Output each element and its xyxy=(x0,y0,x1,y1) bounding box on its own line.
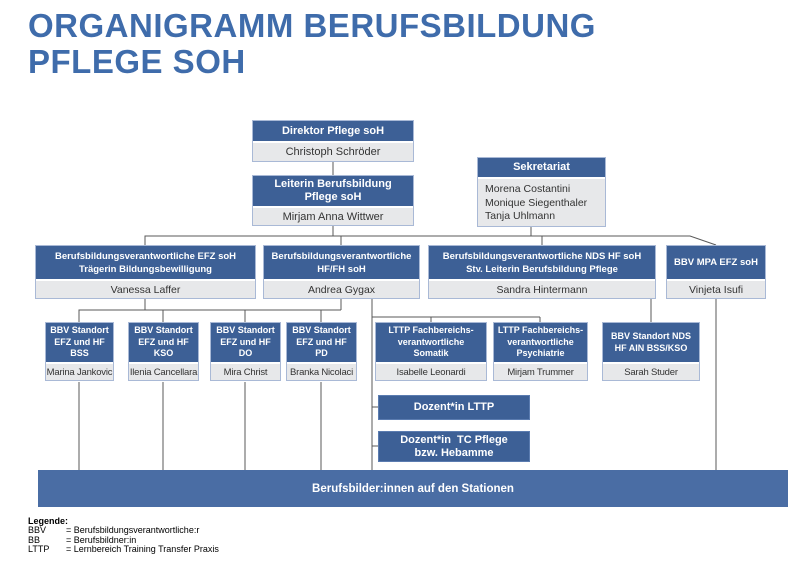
legend-abbr: LTTP xyxy=(28,544,50,554)
person-label: Mirjam Trummer xyxy=(494,362,587,380)
legend-abbr: BB xyxy=(28,534,41,545)
legend-definition: = Lernbereich Training Transfer Praxis xyxy=(66,544,219,554)
person-label: Mirjam Anna Wittwer xyxy=(253,206,413,225)
person-label: Sandra Hintermann xyxy=(429,279,655,298)
legend-row: LTTP = Lernbereich Training Transfer Pra… xyxy=(28,544,219,555)
role-label: Leiterin Berufsbildung Pflege soH xyxy=(253,176,413,206)
person-label: Branka Nicolaci xyxy=(287,362,356,380)
org-node-lttp-somatik: LTTP Fachbereichs- verantwortliche Somat… xyxy=(375,322,487,381)
org-node-standort-nds: BBV Standort NDS HF AIN BSS/KSO Sarah St… xyxy=(602,322,700,381)
org-node-bbv-mpa: BBV MPA EFZ soH Vinjeta Isufi xyxy=(666,245,766,299)
role-label: LTTP Fachbereichs- verantwortliche Somat… xyxy=(376,323,486,362)
org-node-standort-pd: BBV Standort EFZ und HF PD Branka Nicola… xyxy=(286,322,357,381)
org-node-bbv-nds: Berufsbildungsverantwortliche NDS HF soH… xyxy=(428,245,656,299)
org-node-bbv-hf-fh: Berufsbildungsverantwortliche HF/FH soH … xyxy=(263,245,420,299)
connector-andrea-vertical xyxy=(371,299,541,470)
connector-main-bus xyxy=(144,235,717,246)
member-name: Monique Siegenthaler xyxy=(485,196,588,209)
org-node-standort-kso: BBV Standort EFZ und HF KSO Ilenia Cance… xyxy=(128,322,199,381)
legend-definition: = Berufsbildner:in xyxy=(66,534,137,545)
person-label: Vinjeta Isufi xyxy=(667,279,765,298)
role-label: LTTP Fachbereichs- verantwortliche Psych… xyxy=(494,323,587,362)
person-label: Ilenia Cancellara xyxy=(129,362,198,380)
legend-row: BBV = Berufsbildungsverantwortliche:r xyxy=(28,525,219,536)
member-list: Morena Costantini Monique Siegenthaler T… xyxy=(478,177,605,226)
org-node-dozent-lttp: Dozent*in LTTP xyxy=(378,395,530,420)
role-label: Berufsbildungsverantwortliche NDS HF soH… xyxy=(429,246,655,279)
legend-row: BB = Berufsbildner:in xyxy=(28,534,219,546)
role-label: BBV Standort EFZ und HF BSS xyxy=(46,323,113,362)
org-node-lttp-psychiatrie: LTTP Fachbereichs- verantwortliche Psych… xyxy=(493,322,588,381)
role-label: Berufsbildungsverantwortliche HF/FH soH xyxy=(264,246,419,279)
page-title: ORGANIGRAMM BERUFSBILDUNG PFLEGE SOH xyxy=(28,7,596,80)
role-label: BBV Standort EFZ und HF DO xyxy=(211,323,280,362)
role-label: Berufsbildungsverantwortliche EFZ soH Tr… xyxy=(36,246,255,279)
connector-standort-verticals xyxy=(78,382,322,470)
person-label: Sarah Studer xyxy=(603,362,699,380)
org-node-standort-bss: BBV Standort EFZ und HF BSS Marina Janko… xyxy=(45,322,114,381)
role-label: BBV Standort EFZ und HF KSO xyxy=(129,323,198,362)
org-node-bbv-efz: Berufsbildungsverantwortliche EFZ soH Tr… xyxy=(35,245,256,299)
person-label: Mira Christ xyxy=(211,362,280,380)
member-name: Morena Costantini xyxy=(485,183,571,195)
role-label: Direktor Pflege soH xyxy=(253,121,413,141)
member-name: Tanja Uhlmann xyxy=(485,210,556,222)
legend-definition: = Berufsbildungsverantwortliche:r xyxy=(66,525,200,535)
person-label: Vanessa Laffer xyxy=(36,279,255,298)
role-label: BBV Standort EFZ und HF PD xyxy=(287,323,356,362)
org-node-leiterin: Leiterin Berufsbildung Pflege soH Mirjam… xyxy=(252,175,414,226)
legend-abbr: BBV xyxy=(28,525,47,535)
org-node-dozent-tc-pflege: Dozent*in TC Pflege bzw. Hebamme xyxy=(378,431,530,462)
role-label: BBV MPA EFZ soH xyxy=(667,246,765,279)
org-node-standort-do: BBV Standort EFZ und HF DO Mira Christ xyxy=(210,322,281,381)
person-label: Isabelle Leonardi xyxy=(376,362,486,380)
org-node-sekretariat: Sekretariat Morena Costantini Monique Si… xyxy=(477,157,606,227)
person-label: Christoph Schröder xyxy=(253,141,413,161)
role-label: Sekretariat xyxy=(478,158,605,177)
person-label: Marina Jankovic xyxy=(46,362,113,380)
connector-left-bus xyxy=(78,299,342,322)
person-label: Andrea Gygax xyxy=(264,279,419,298)
legend: Legende: BBV = Berufsbildungsverantwortl… xyxy=(28,516,219,555)
org-node-direktor: Direktor Pflege soH Christoph Schröder xyxy=(252,120,414,162)
role-label: BBV Standort NDS HF AIN BSS/KSO xyxy=(603,323,699,362)
legend-heading: Legende: xyxy=(28,516,69,526)
stationen-bar: Berufsbilder:innen auf den Stationen xyxy=(38,470,788,507)
